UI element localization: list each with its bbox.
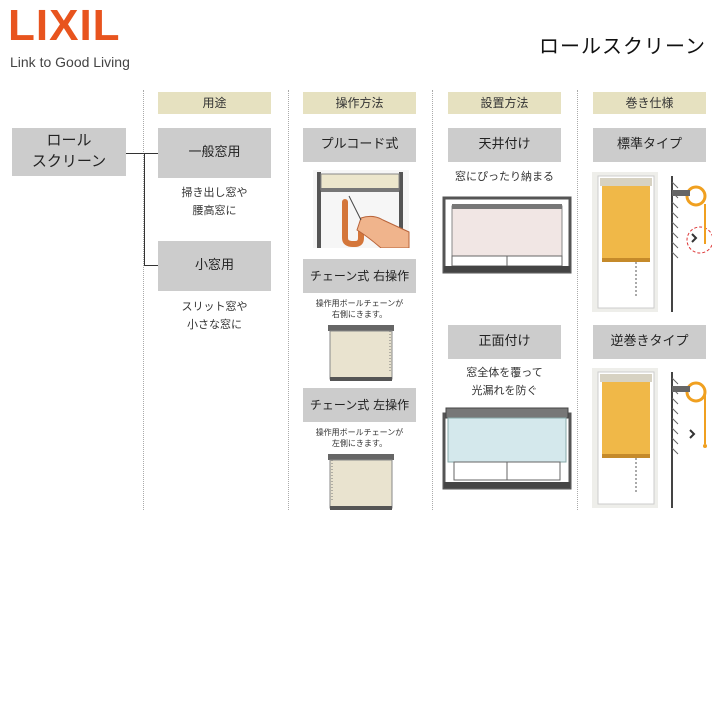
tree-root-line2: スクリーン bbox=[31, 152, 107, 170]
usage-general-note-line2: 腰高窓に bbox=[192, 204, 237, 217]
install-front-note-line2: 光漏れを防ぐ bbox=[471, 384, 538, 397]
op-chain-right-note-line1: 操作用ボールチェーンが bbox=[315, 299, 404, 308]
front-mount-illustration bbox=[442, 404, 572, 490]
header-usage: 用途 bbox=[158, 92, 271, 114]
ceiling-mount-illustration bbox=[442, 194, 572, 274]
op-chain-left-note: 操作用ボールチェーンが 左側にきます。 bbox=[298, 427, 421, 449]
op-chain-right: チェーン式 右操作 bbox=[303, 259, 416, 293]
standard-roll-photo bbox=[592, 172, 712, 312]
tree-root-line1: ロール bbox=[46, 131, 92, 149]
usage-general-window: 一般窓用 bbox=[158, 128, 271, 178]
tree-root-box: ロール スクリーン bbox=[12, 128, 126, 176]
pull-cord-illustration bbox=[311, 170, 411, 248]
tagline: Link to Good Living bbox=[10, 54, 130, 70]
tree-connector bbox=[144, 265, 158, 266]
op-chain-left: チェーン式 左操作 bbox=[303, 388, 416, 422]
wind-reverse: 逆巻きタイプ bbox=[593, 325, 706, 359]
header-installation: 設置方法 bbox=[448, 92, 561, 114]
column-divider bbox=[577, 90, 578, 510]
column-divider bbox=[143, 90, 144, 510]
install-front-note: 窓全体を覆って 光漏れを防ぐ bbox=[438, 364, 571, 400]
header-operation: 操作方法 bbox=[303, 92, 416, 114]
usage-general-note-line1: 掃き出し窓や bbox=[181, 186, 248, 199]
chain-left-illustration bbox=[326, 452, 396, 512]
tree-connector bbox=[126, 153, 144, 154]
op-chain-left-note-line1: 操作用ボールチェーンが bbox=[315, 428, 404, 437]
usage-small-note-line1: スリット窓や bbox=[181, 300, 248, 313]
usage-small-note: スリット窓や 小さな窓に bbox=[148, 298, 281, 334]
lixil-logo: LIXIL bbox=[8, 1, 121, 50]
op-chain-right-note: 操作用ボールチェーンが 右側にきます。 bbox=[298, 298, 421, 320]
op-chain-left-note-line2: 左側にきます。 bbox=[331, 439, 388, 448]
usage-small-window: 小窓用 bbox=[158, 241, 271, 291]
install-ceiling-note: 窓にぴったり納まる bbox=[455, 170, 554, 183]
install-ceiling: 天井付け bbox=[448, 128, 561, 162]
install-front: 正面付け bbox=[448, 325, 561, 359]
op-pull-cord: プルコード式 bbox=[303, 128, 416, 162]
page-title: ロールスクリーン bbox=[539, 34, 706, 58]
chain-right-illustration bbox=[326, 323, 396, 383]
usage-small-note-line2: 小さな窓に bbox=[187, 318, 242, 331]
usage-general-note: 掃き出し窓や 腰高窓に bbox=[148, 184, 281, 220]
wind-standard: 標準タイプ bbox=[593, 128, 706, 162]
op-chain-right-note-line2: 右側にきます。 bbox=[331, 310, 388, 319]
header-winding: 巻き仕様 bbox=[593, 92, 706, 114]
install-front-note-line1: 窓全体を覆って bbox=[466, 366, 543, 379]
reverse-roll-photo bbox=[592, 368, 712, 508]
column-divider bbox=[432, 90, 433, 510]
tree-connector bbox=[144, 153, 145, 265]
column-divider bbox=[288, 90, 289, 510]
tree-connector bbox=[144, 153, 158, 154]
